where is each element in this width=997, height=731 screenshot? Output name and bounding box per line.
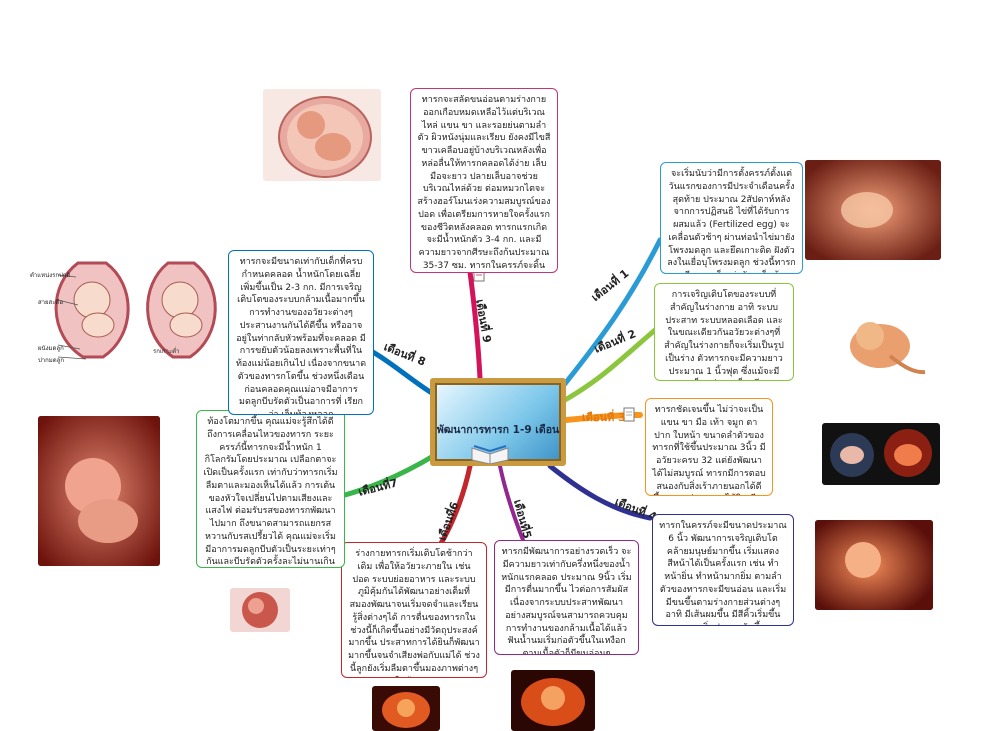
fetus-womb-illustration: [263, 89, 381, 181]
book-icon: [471, 445, 509, 464]
branch-month-5: [498, 464, 527, 547]
label-month-3: เดือนที่ 3: [582, 411, 626, 424]
month-2-text: การเจริญเติบโตของระบบที่สำคัญในร่างกาย อ…: [664, 290, 784, 380]
month-6-text: ร่างกายทารกเริ่มเติบโตช้ากว่าเดิม เพื่อใ…: [348, 549, 480, 677]
month-3-box: ทารกชัดเจนขึ้น ไม่ว่าจะเป็น แขน ขา มือ เ…: [645, 398, 773, 496]
month-9-box: ทารกจะสลัดขนอ่อนตามร่างกายออกเกือบหมดเหล…: [410, 88, 558, 273]
month-4-text: ทารกในครรภ์จะมีขนาดประมาณ 6 นิ้ว พัฒนากา…: [659, 521, 787, 625]
month-1-text: จะเริ่มนับว่ามีการตั้งครรภ์ตั้งแต่วันแรก…: [667, 169, 796, 273]
month-5-box: ทารกมีพัฒนาการอย่างรวดเร็ว จะมีความยาวเท…: [494, 540, 639, 655]
uterus-diagram: [28, 255, 228, 365]
branch-month-2: [562, 327, 658, 403]
month-2-box: การเจริญเติบโตของระบบที่สำคัญในร่างกาย อ…: [654, 283, 794, 381]
branch-month-4: [547, 463, 653, 521]
month-4-box: ทารกในครรภ์จะมีขนาดประมาณ 6 นิ้ว พัฒนากา…: [652, 514, 794, 626]
branch-month-7: [342, 452, 438, 498]
month-6-box: ร่างกายทารกเริ่มเติบโตช้ากว่าเดิม เพื่อใ…: [341, 542, 487, 678]
month-3-embryo-photo: [822, 423, 940, 485]
branch-month-9: [467, 269, 483, 381]
central-topic-title: พัฒนาการทารก 1-9 เดือน: [436, 424, 560, 436]
label-uterus-wall: ผนังมดลูก: [38, 345, 64, 352]
month-4-fetus-photo: [815, 520, 933, 610]
month-1-box: จะเริ่มนับว่ามีการตั้งครรภ์ตั้งแต่วันแรก…: [660, 162, 803, 274]
label-placenta: ตำแหน่งรกปกติ: [30, 272, 71, 279]
note-icon: [623, 407, 635, 422]
label-abnormal: รกเกาะต่ำ: [153, 348, 180, 355]
month-9-text: ทารกจะสลัดขนอ่อนตามร่างกายออกเกือบหมดเหล…: [417, 95, 551, 271]
month-8-box: ทารกจะมีขนาดเท่ากับเด็กที่ครบกำหนดคลอด น…: [228, 250, 374, 415]
label-cord: สายสะดือ: [38, 299, 63, 306]
branch-month-6: [437, 463, 473, 548]
month-2-embryo-photo: [820, 298, 940, 388]
branch-month-1: [557, 237, 663, 393]
month-8-text: ทารกจะมีขนาดเท่ากับเด็กที่ครบกำหนดคลอด น…: [235, 257, 367, 414]
month-1-embryo-photo: [805, 160, 941, 260]
month-7-box: ท้องโตมากขึ้น คุณแม่จะรู้สึกได้ดีถึงการเ…: [196, 410, 345, 568]
month-7-text: ท้องโตมากขึ้น คุณแม่จะรู้สึกได้ดีถึงการเ…: [203, 417, 338, 568]
month-5-womb-photo: [511, 670, 595, 731]
label-cervix: ปากมดลูก: [38, 357, 64, 364]
month-5-text: ทารกมีพัฒนาการอย่างรวดเร็ว จะมีความยาวเท…: [501, 547, 632, 655]
month-6-womb-photo: [372, 686, 440, 731]
month-6-fetus-photo: [230, 588, 290, 632]
month-3-text: ทารกชัดเจนขึ้น ไม่ว่าจะเป็น แขน ขา มือ เ…: [652, 405, 766, 495]
month-7-fetus-photo: [38, 416, 160, 566]
